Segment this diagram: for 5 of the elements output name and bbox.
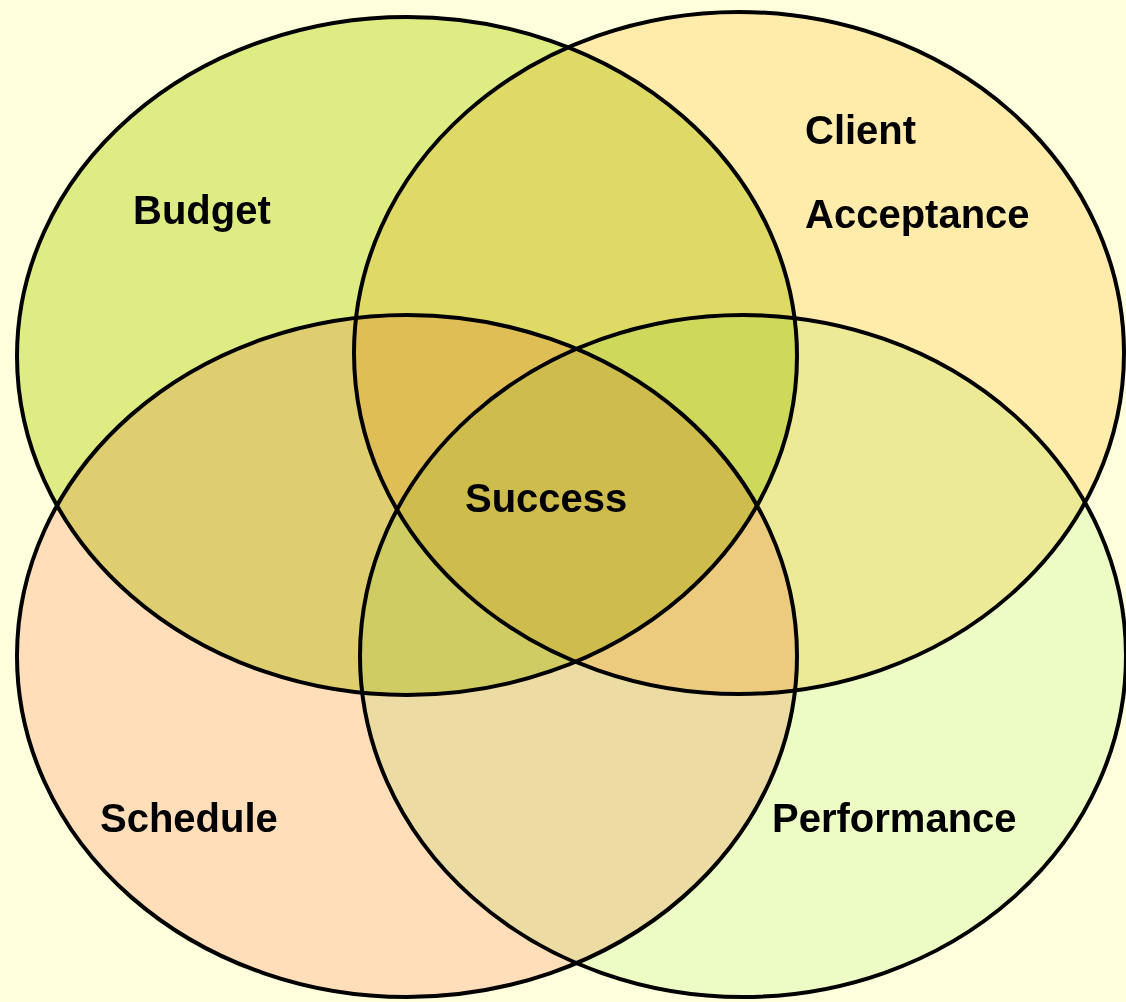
- set-label: Schedule: [100, 795, 279, 842]
- set-label: Budget: [133, 187, 272, 234]
- set-label: Performance: [772, 795, 1018, 842]
- set-label: Client Acceptance: [805, 107, 1031, 238]
- intersection-label: Success: [465, 475, 628, 522]
